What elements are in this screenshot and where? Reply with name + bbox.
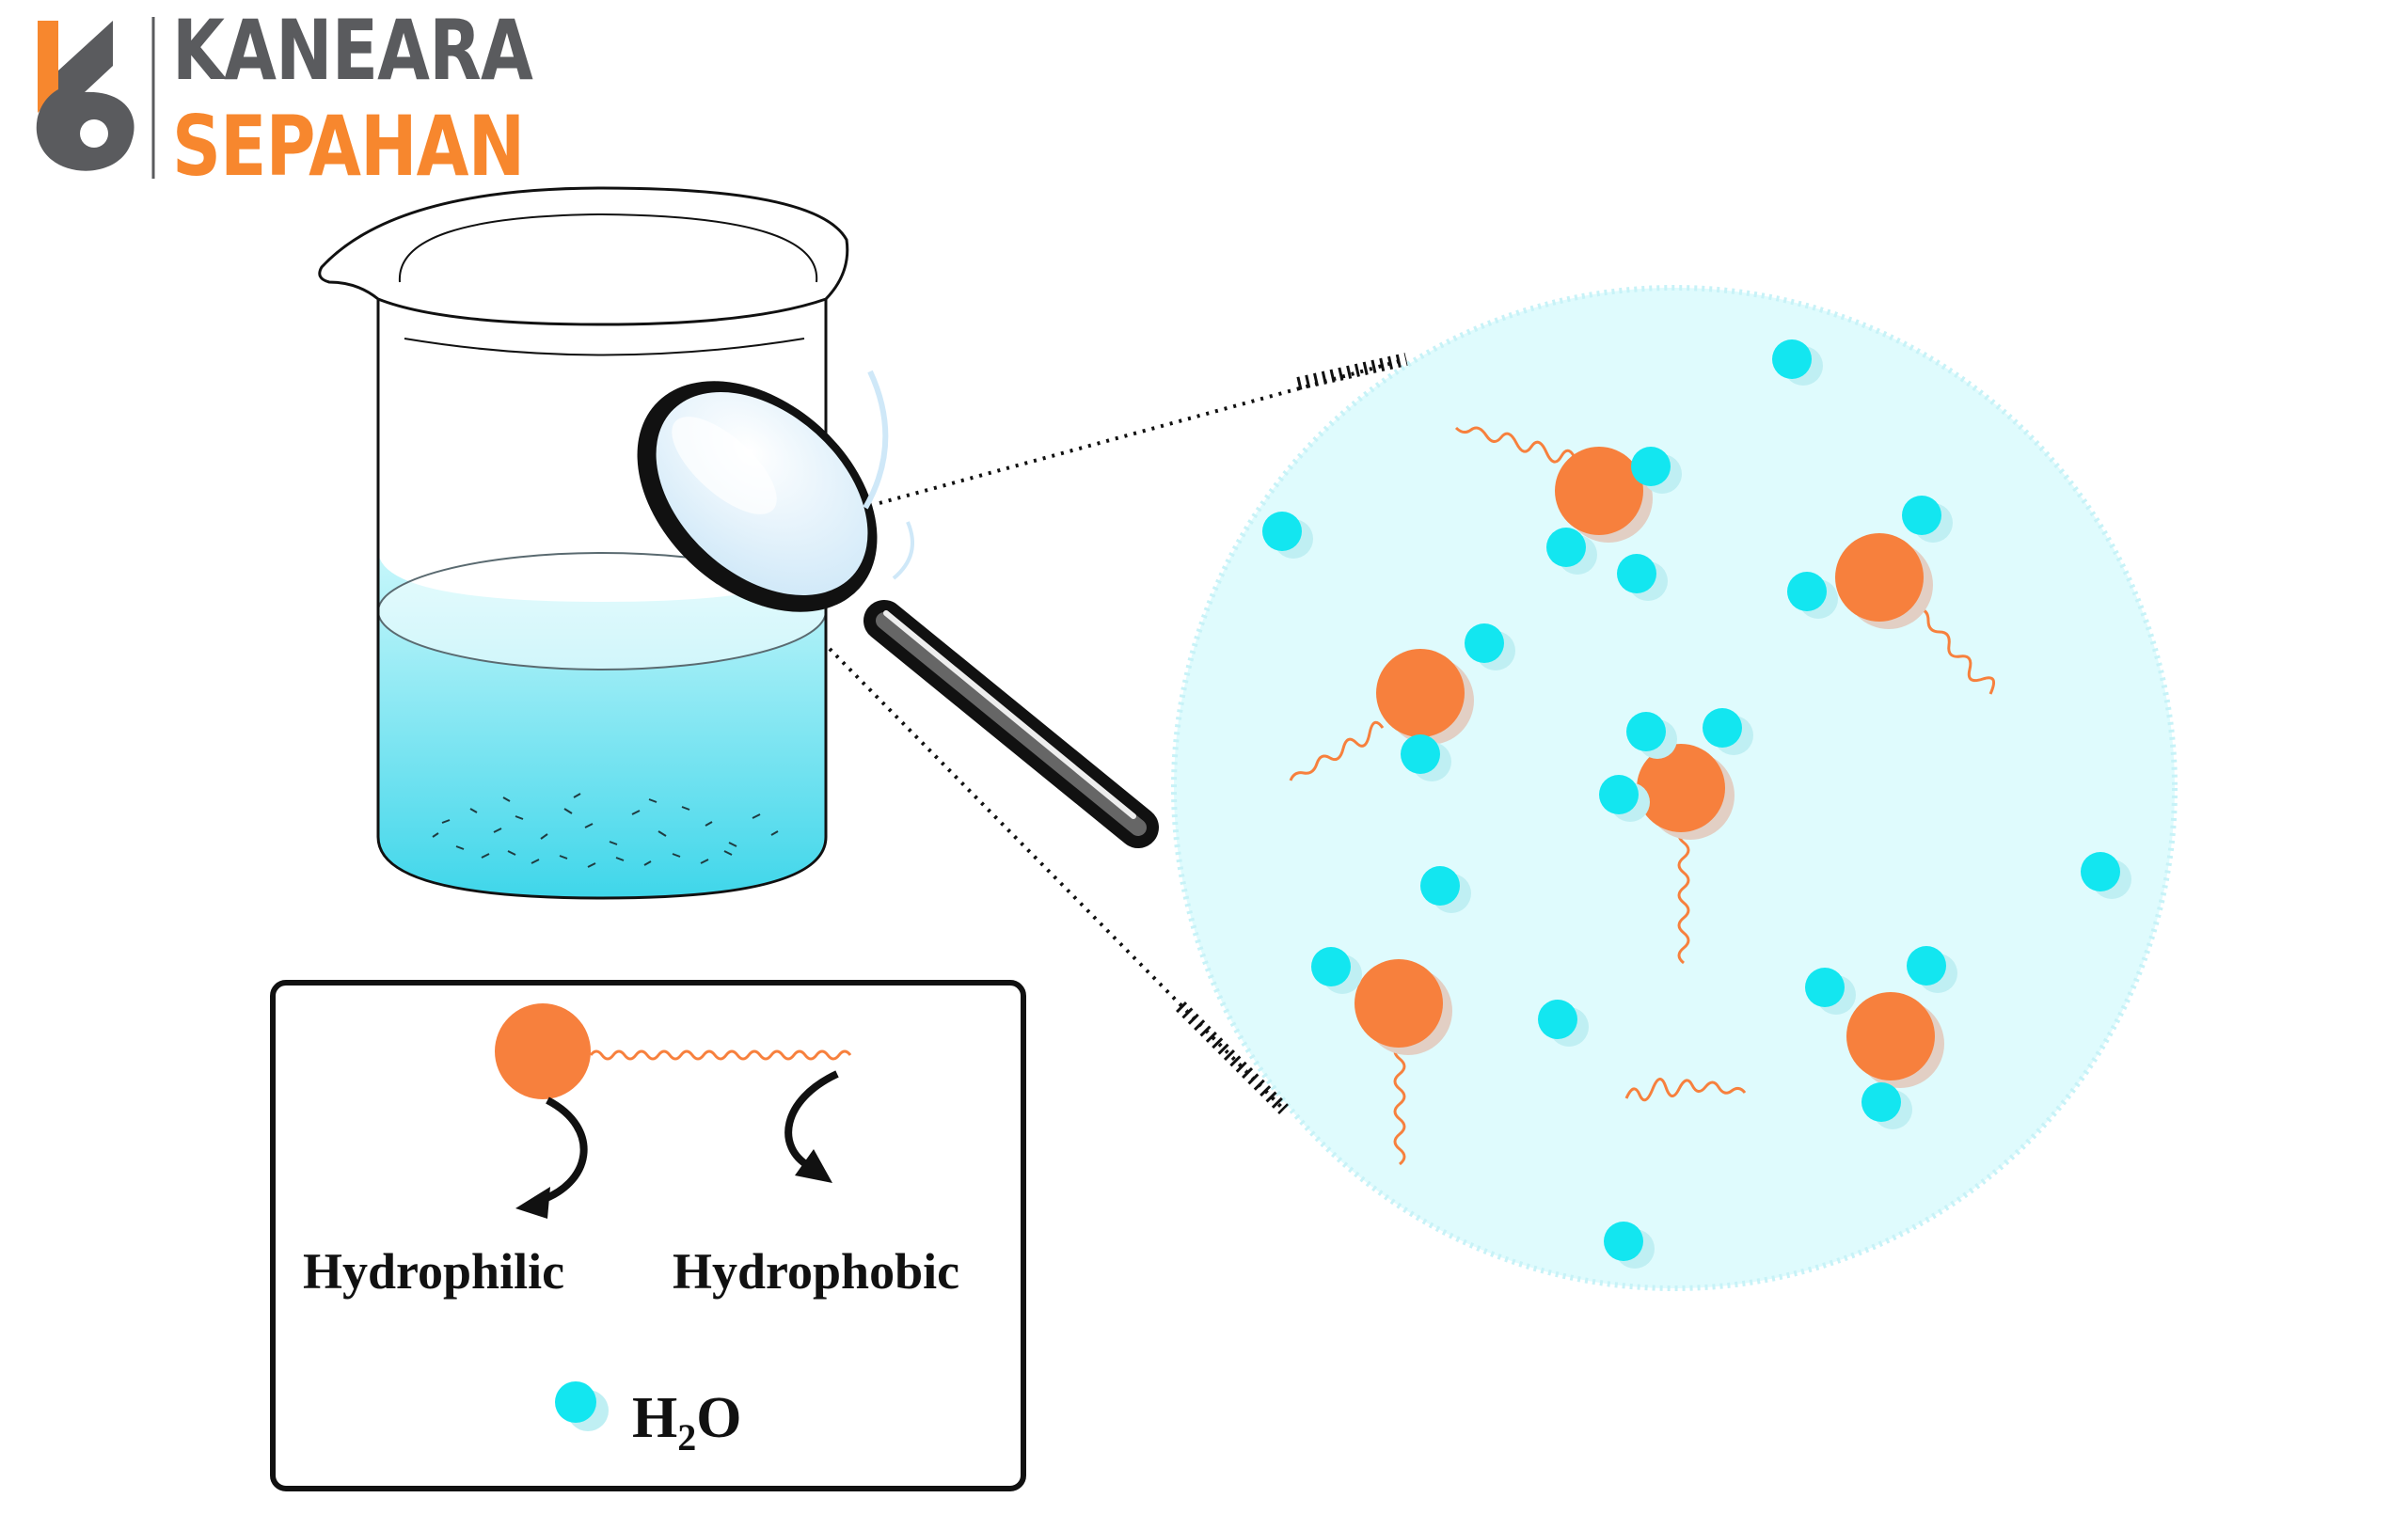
surfactant-molecule — [1289, 623, 1515, 781]
free-water-molecules — [1262, 339, 2131, 1269]
water-molecule — [1420, 866, 1471, 913]
brand-name-line2: SEPAHAN — [172, 98, 525, 195]
legend-surfactant-head — [495, 1003, 591, 1099]
surfactant-molecule — [1599, 708, 1753, 965]
zoom-projection-lines — [828, 353, 1408, 1114]
hydrophilic-label: Hydrophilic — [303, 1243, 564, 1300]
surfactant-molecule — [1311, 947, 1452, 1166]
sediment-particles — [432, 793, 779, 868]
water-molecule — [1262, 512, 1313, 559]
water-molecule — [1538, 1000, 1589, 1047]
surfactant-molecule — [1624, 946, 1957, 1129]
surfactant-molecule — [1454, 426, 1682, 601]
hydrophobic-arrow-icon — [784, 1070, 839, 1183]
hydrophilic-arrow-icon — [515, 1096, 588, 1219]
brand-name-line1: KANEARA — [172, 2, 533, 99]
surfactant-molecule — [1787, 496, 1996, 695]
hydrophobic-label: Hydrophobic — [673, 1243, 959, 1300]
legend-water-molecule-icon — [555, 1381, 609, 1431]
water-label: H2O — [632, 1386, 741, 1459]
beaker-icon — [318, 186, 849, 900]
water-molecule — [2081, 852, 2131, 899]
legend-surfactant-tail — [589, 1049, 852, 1061]
magnifying-glass-icon — [637, 370, 1159, 848]
water-molecule — [1604, 1222, 1655, 1269]
legend-box: Hydrophilic Hydrophobic H2O — [270, 980, 1026, 1491]
kaneara-logo-mark-icon — [36, 17, 155, 179]
water-molecule — [1772, 339, 1823, 386]
